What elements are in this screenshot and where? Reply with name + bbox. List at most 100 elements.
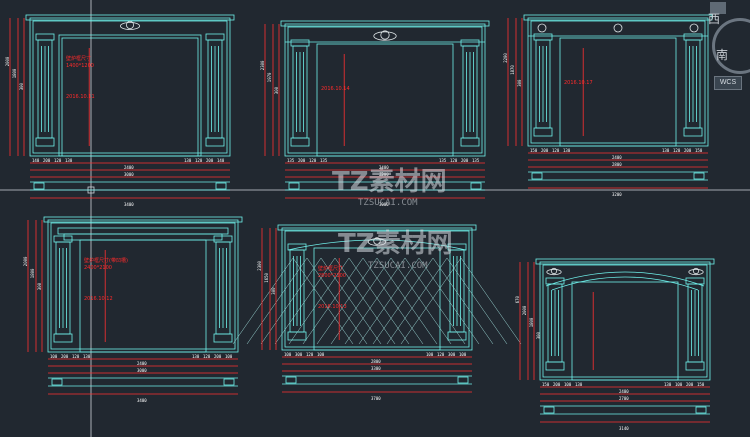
dimension-left-1: 1870 bbox=[510, 65, 515, 75]
mantel-inner-outline bbox=[32, 20, 228, 154]
lattice-line bbox=[390, 257, 452, 345]
lattice-line bbox=[260, 257, 322, 345]
mantel-shelf bbox=[523, 14, 713, 21]
dimension-bottom-right-1: 120 bbox=[437, 352, 445, 357]
lattice-line bbox=[446, 257, 508, 345]
dimension-plan-total: 3400 bbox=[137, 398, 147, 403]
lattice-line bbox=[372, 257, 434, 345]
pilaster-base bbox=[53, 333, 73, 343]
dimension-total: 2400 bbox=[137, 361, 147, 366]
dimension-bottom-2: 120 bbox=[54, 158, 62, 163]
dimension-plan-total: 3200 bbox=[612, 192, 622, 197]
dimension-bottom-right-3: 135 bbox=[472, 158, 480, 163]
dimension-left-2: 300 bbox=[271, 287, 276, 295]
dimension-bottom-1: 200 bbox=[553, 382, 561, 387]
dimension-overall: 3300 bbox=[371, 366, 381, 371]
lattice-line bbox=[386, 257, 448, 345]
carved-ornament-center bbox=[380, 30, 390, 40]
dimension-plan-total: 3400 bbox=[124, 202, 134, 207]
dimension-bottom-right-1: 100 bbox=[675, 382, 683, 387]
pilaster-capital bbox=[447, 243, 467, 251]
dimension-bottom-1: 200 bbox=[43, 158, 51, 163]
plan-block bbox=[543, 406, 555, 414]
viewcube-south-label[interactable]: 南 bbox=[716, 48, 729, 62]
carved-ornament bbox=[373, 31, 397, 41]
lattice-line bbox=[320, 257, 382, 345]
drawing-date: 2016.10.14 bbox=[321, 86, 350, 92]
dimension-bottom-3: 135 bbox=[320, 158, 328, 163]
lattice-line bbox=[316, 257, 378, 345]
viewcube-top-face[interactable] bbox=[710, 2, 726, 14]
dimension-total: 2400 bbox=[619, 389, 629, 394]
dimension-bottom-right-1: 120 bbox=[673, 148, 681, 153]
pilaster-capital bbox=[53, 235, 73, 243]
dimension-plan-total: 3000 bbox=[379, 202, 389, 207]
view-cube[interactable]: 西 南 WCS bbox=[706, 0, 750, 100]
carved-ornament bbox=[688, 268, 704, 276]
plan-block bbox=[531, 172, 543, 180]
watermark: TZ素材网 TZSUCAI.COM TZ素材网 TZSUCAI.COM bbox=[332, 167, 453, 271]
lattice-line bbox=[404, 257, 466, 345]
stepped-frame bbox=[57, 227, 229, 235]
pilaster-base bbox=[447, 331, 467, 341]
dimension-bottom-right-2: 200 bbox=[686, 382, 694, 387]
mantel-inner-outline bbox=[284, 230, 470, 348]
mantel-shelf bbox=[535, 258, 715, 265]
arch-line-inner bbox=[551, 276, 699, 291]
fireplace-opening bbox=[571, 281, 679, 381]
roundel-center bbox=[613, 23, 623, 33]
dimension-total: 2400 bbox=[124, 165, 134, 170]
frame-size-note-1: 2800*2100 bbox=[318, 273, 346, 279]
pilaster-capital bbox=[213, 235, 233, 243]
frame-size-note-1: 1400*1200 bbox=[66, 63, 94, 69]
lattice-line bbox=[344, 257, 406, 345]
lattice-line bbox=[292, 257, 354, 345]
arch-line bbox=[287, 239, 467, 251]
dimension-bottom-right-0: 100 bbox=[426, 352, 434, 357]
carved-ornament-center bbox=[126, 20, 135, 29]
dimension-plan-total: 3140 bbox=[619, 426, 629, 431]
lattice-line bbox=[432, 257, 494, 345]
pilaster-base bbox=[35, 137, 55, 147]
mantel-shelf bbox=[43, 216, 243, 223]
pilaster-base bbox=[460, 137, 480, 147]
dimension-bottom-0: 135 bbox=[287, 158, 295, 163]
dimension-total: 2400 bbox=[379, 165, 389, 170]
dimension-bottom-right-0: 135 bbox=[439, 158, 447, 163]
dimension-bottom-right-2: 200 bbox=[684, 148, 692, 153]
viewcube-compass-ring[interactable] bbox=[712, 18, 750, 74]
carved-ornament bbox=[367, 238, 387, 246]
carved-ornament-center bbox=[692, 267, 700, 275]
dimension-bottom-right-3: 100 bbox=[459, 352, 467, 357]
dimension-left-2: 1800 bbox=[529, 317, 534, 327]
dimension-bottom-right-0: 130 bbox=[664, 382, 672, 387]
drawing-date: 2016.10.12 bbox=[84, 296, 113, 302]
plan-block bbox=[215, 182, 227, 190]
dimension-bottom-0: 150 bbox=[530, 148, 538, 153]
wcs-menu-button[interactable]: WCS bbox=[714, 76, 742, 90]
watermark-url-bottom: TZSUCAI.COM bbox=[368, 261, 428, 271]
dimension-bottom-2: 120 bbox=[306, 352, 314, 357]
watermark-url-top: TZSUCAI.COM bbox=[358, 198, 418, 208]
dimension-bottom-0: 100 bbox=[284, 352, 292, 357]
roundel-left bbox=[537, 23, 547, 33]
mantel-outline bbox=[29, 17, 231, 157]
dimension-bottom-right-0: 130 bbox=[192, 354, 200, 359]
viewcube-west-label[interactable]: 西 bbox=[708, 12, 721, 26]
fireplace-opening bbox=[559, 37, 677, 147]
plan-block bbox=[470, 182, 482, 190]
plan-block bbox=[51, 378, 63, 386]
lattice-line bbox=[330, 257, 392, 345]
watermark-brand-top: TZ素材网 bbox=[332, 167, 447, 197]
mantel-inner-outline bbox=[50, 222, 236, 350]
dimension-bottom-right-0: 130 bbox=[662, 148, 670, 153]
dimension-overall: 2800 bbox=[379, 172, 389, 177]
mantel-shelf bbox=[280, 20, 490, 27]
dimension-bottom-1: 200 bbox=[541, 148, 549, 153]
plan-block bbox=[223, 378, 235, 386]
dimension-left-0: 2000 bbox=[5, 56, 10, 66]
lattice-line bbox=[362, 257, 424, 345]
mantel-shelf bbox=[277, 224, 477, 231]
